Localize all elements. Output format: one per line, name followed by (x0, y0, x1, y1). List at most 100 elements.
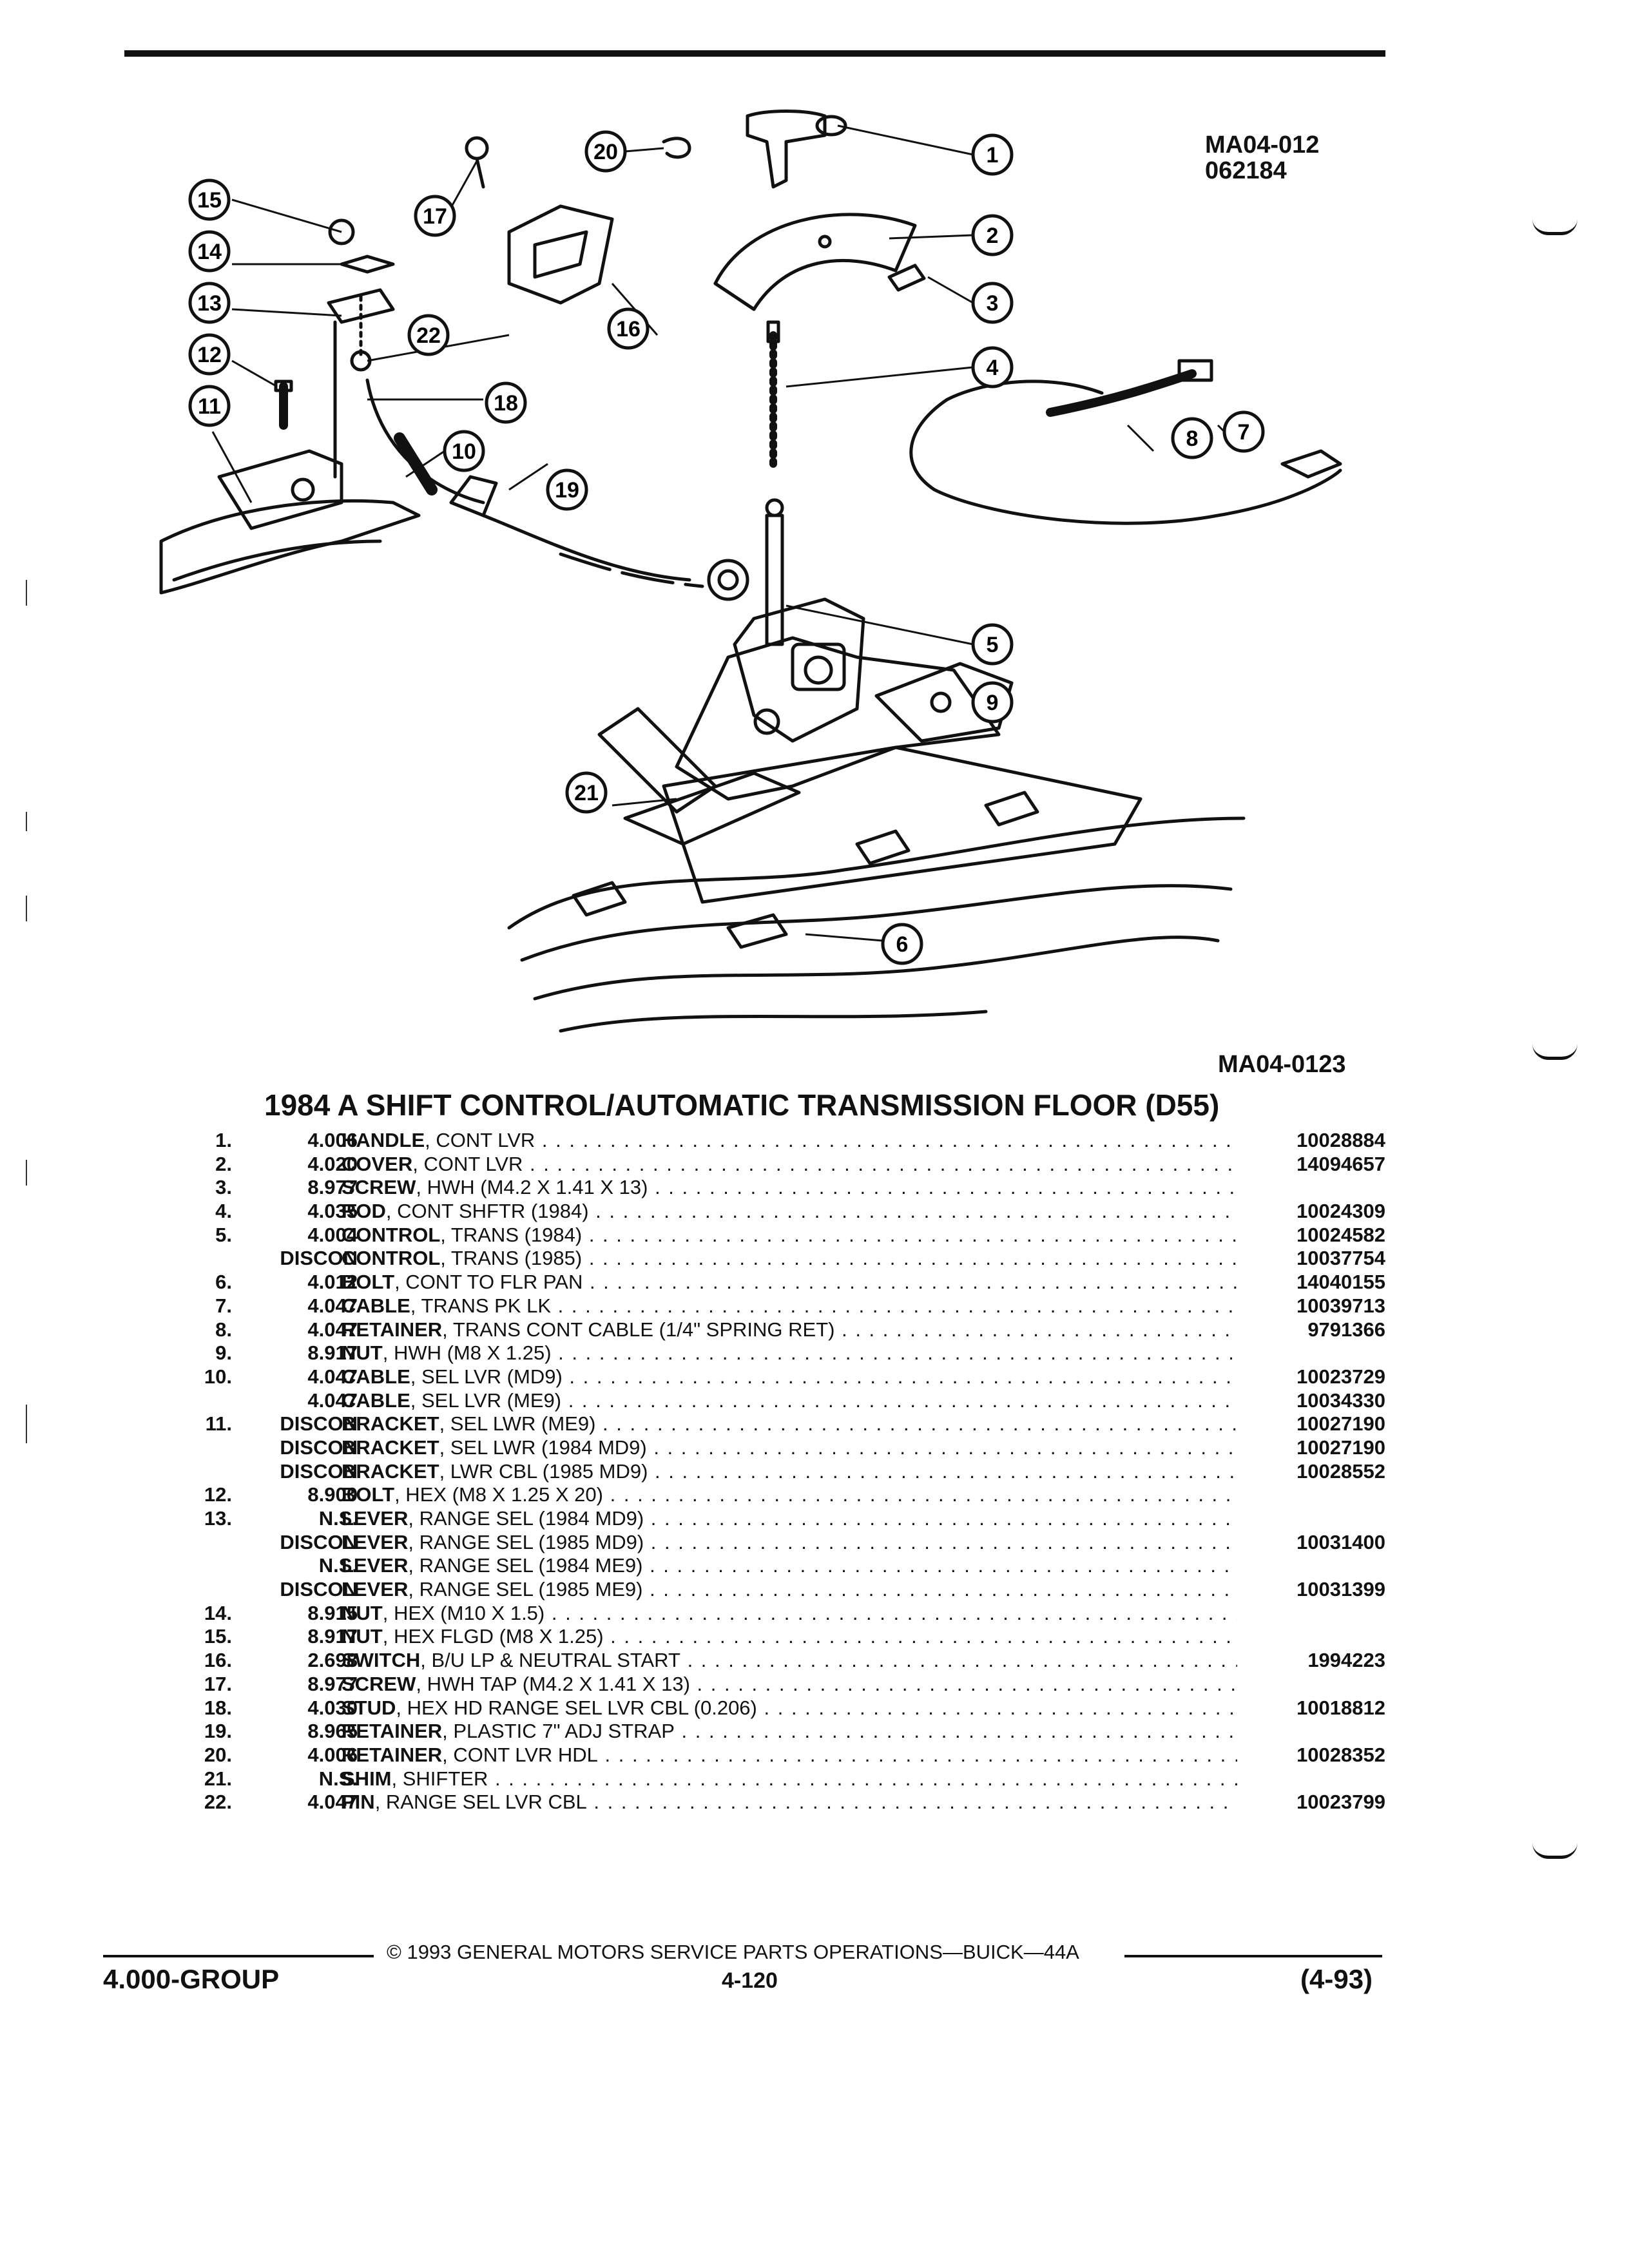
part-name: PIN (342, 1791, 375, 1814)
part-spec: , SEL LVR (MD9) (410, 1365, 563, 1388)
part-description: RETAINER, PLASTIC 7" ADJ STRAP . . . . .… (342, 1720, 1237, 1743)
svg-text:15: 15 (197, 188, 222, 213)
margin-mark (1532, 1843, 1577, 1859)
part-name: LEVER (342, 1507, 409, 1530)
svg-text:1: 1 (987, 143, 999, 168)
leader-dots: . . . . . . . . . . . . . . . . . . . . … (595, 1200, 1237, 1223)
part-spec: , RANGE SEL (1985 ME9) (408, 1578, 643, 1601)
margin-mark (1532, 1044, 1577, 1060)
svg-text:12: 12 (197, 343, 222, 367)
margin-mark (1532, 219, 1577, 235)
leader-dots: . . . . . . . . . . . . . . . . . . . . … (655, 1459, 1237, 1483)
part-number: 14040155 (1296, 1271, 1385, 1294)
part-name: BOLT (342, 1483, 395, 1506)
part-description: LEVER, RANGE SEL (1985 MD9) . . . . . . … (342, 1531, 1237, 1554)
item-number: 18. (204, 1696, 232, 1719)
part-description: CONTROL, TRANS (1984) . . . . . . . . . … (342, 1224, 1237, 1247)
item-number: 21. (204, 1767, 232, 1790)
part-name: RETAINER (342, 1318, 443, 1341)
margin-tick (26, 896, 27, 921)
group-number: 4.035 (307, 1200, 358, 1223)
part-row: 21.N.S.SHIM, SHIFTER . . . . . . . . . .… (161, 1767, 1385, 1791)
group-number: N.S. (318, 1507, 358, 1530)
part-description: BOLT, HEX (M8 X 1.25 X 20) . . . . . . .… (342, 1483, 1237, 1506)
part-name: BRACKET (342, 1436, 439, 1459)
part-spec: , HEX HD RANGE SEL LVR CBL (0.206) (396, 1696, 757, 1719)
part-description: CABLE, TRANS PK LK . . . . . . . . . . .… (342, 1294, 1237, 1318)
leader-dots: . . . . . . . . . . . . . . . . . . . . … (569, 1365, 1237, 1388)
group-number: 4.047 (307, 1365, 358, 1388)
figure-ref: MA04-012 (1205, 131, 1320, 159)
callout: 2 (971, 214, 1014, 256)
group-number: 8.917 (307, 1625, 358, 1648)
group-number: 4.047 (307, 1389, 358, 1412)
svg-text:7: 7 (1238, 420, 1250, 445)
part-spec: , HWH TAP (M4.2 X 1.41 X 13) (416, 1672, 690, 1695)
leader-dots: . . . . . . . . . . . . . . . . . . . . … (655, 1176, 1237, 1199)
part-row: 13.N.S.LEVER, RANGE SEL (1984 MD9) . . .… (161, 1507, 1385, 1531)
item-number: 9. (215, 1341, 232, 1365)
margin-tick (26, 812, 27, 831)
group-number: DISCON (280, 1436, 358, 1459)
part-number: 10034330 (1296, 1389, 1385, 1412)
part-description: SCREW, HWH TAP (M4.2 X 1.41 X 13) . . . … (342, 1673, 1237, 1696)
part-description: NUT, HWH (M8 X 1.25) . . . . . . . . . .… (342, 1341, 1237, 1365)
svg-text:13: 13 (197, 291, 222, 316)
leader-dots: . . . . . . . . . . . . . . . . . . . . … (650, 1507, 1237, 1530)
footer-rule-left (103, 1955, 374, 1957)
part-number: 10024582 (1296, 1223, 1385, 1246)
callout: 14 (188, 230, 231, 273)
footer-rule-right (1124, 1955, 1382, 1957)
leader-dots: . . . . . . . . . . . . . . . . . . . . … (842, 1318, 1237, 1341)
item-number: 4. (215, 1200, 232, 1223)
callout: 20 (584, 130, 627, 173)
part-name: CONTROL (342, 1247, 441, 1270)
group-number: 4.006 (307, 1743, 358, 1766)
part-name: SCREW (342, 1672, 416, 1695)
part-name: ROD (342, 1200, 386, 1223)
leader-dots: . . . . . . . . . . . . . . . . . . . . … (602, 1412, 1237, 1436)
svg-text:11: 11 (198, 394, 221, 419)
part-description: LEVER, RANGE SEL (1984 MD9) . . . . . . … (342, 1507, 1237, 1530)
leader-dots: . . . . . . . . . . . . . . . . . . . . … (604, 1743, 1238, 1766)
part-spec: , RANGE SEL (1984 MD9) (408, 1507, 644, 1530)
callout: 4 (971, 346, 1014, 389)
part-name: CABLE (342, 1389, 410, 1412)
leader-dots: . . . . . . . . . . . . . . . . . . . . … (589, 1271, 1237, 1294)
part-description: RETAINER, CONT LVR HDL . . . . . . . . .… (342, 1744, 1237, 1767)
callout: 11 (188, 385, 231, 427)
part-number: 10023799 (1296, 1791, 1385, 1814)
item-number: 19. (204, 1720, 232, 1743)
leader-dots: . . . . . . . . . . . . . . . . . . . . … (650, 1530, 1237, 1553)
callout: 18 (485, 381, 527, 424)
part-name: LEVER (342, 1578, 409, 1601)
part-description: SCREW, HWH (M4.2 X 1.41 X 13) . . . . . … (342, 1176, 1237, 1199)
part-spec: , HEX FLGD (M8 X 1.25) (382, 1625, 604, 1648)
group-number: DISCON (280, 1247, 358, 1270)
group-number: 8.977 (307, 1672, 358, 1695)
svg-text:6: 6 (896, 932, 909, 957)
part-number: 10031400 (1296, 1530, 1385, 1553)
revision-date: (4-93) (1300, 1964, 1373, 1994)
leader-dots: . . . . . . . . . . . . . . . . . . . . … (494, 1767, 1237, 1790)
part-description: HANDLE, CONT LVR . . . . . . . . . . . .… (342, 1129, 1237, 1152)
group-number: 4.004 (307, 1223, 358, 1246)
group-number: 4.012 (307, 1271, 358, 1294)
leader-dots: . . . . . . . . . . . . . . . . . . . . … (557, 1294, 1237, 1317)
part-spec: , HWH (M8 X 1.25) (382, 1341, 552, 1365)
part-spec: , HEX (M8 X 1.25 X 20) (394, 1483, 603, 1506)
callout: 10 (443, 430, 485, 472)
callout: 9 (971, 681, 1014, 724)
group-number: DISCON (280, 1459, 358, 1483)
part-name: RETAINER (342, 1743, 443, 1766)
